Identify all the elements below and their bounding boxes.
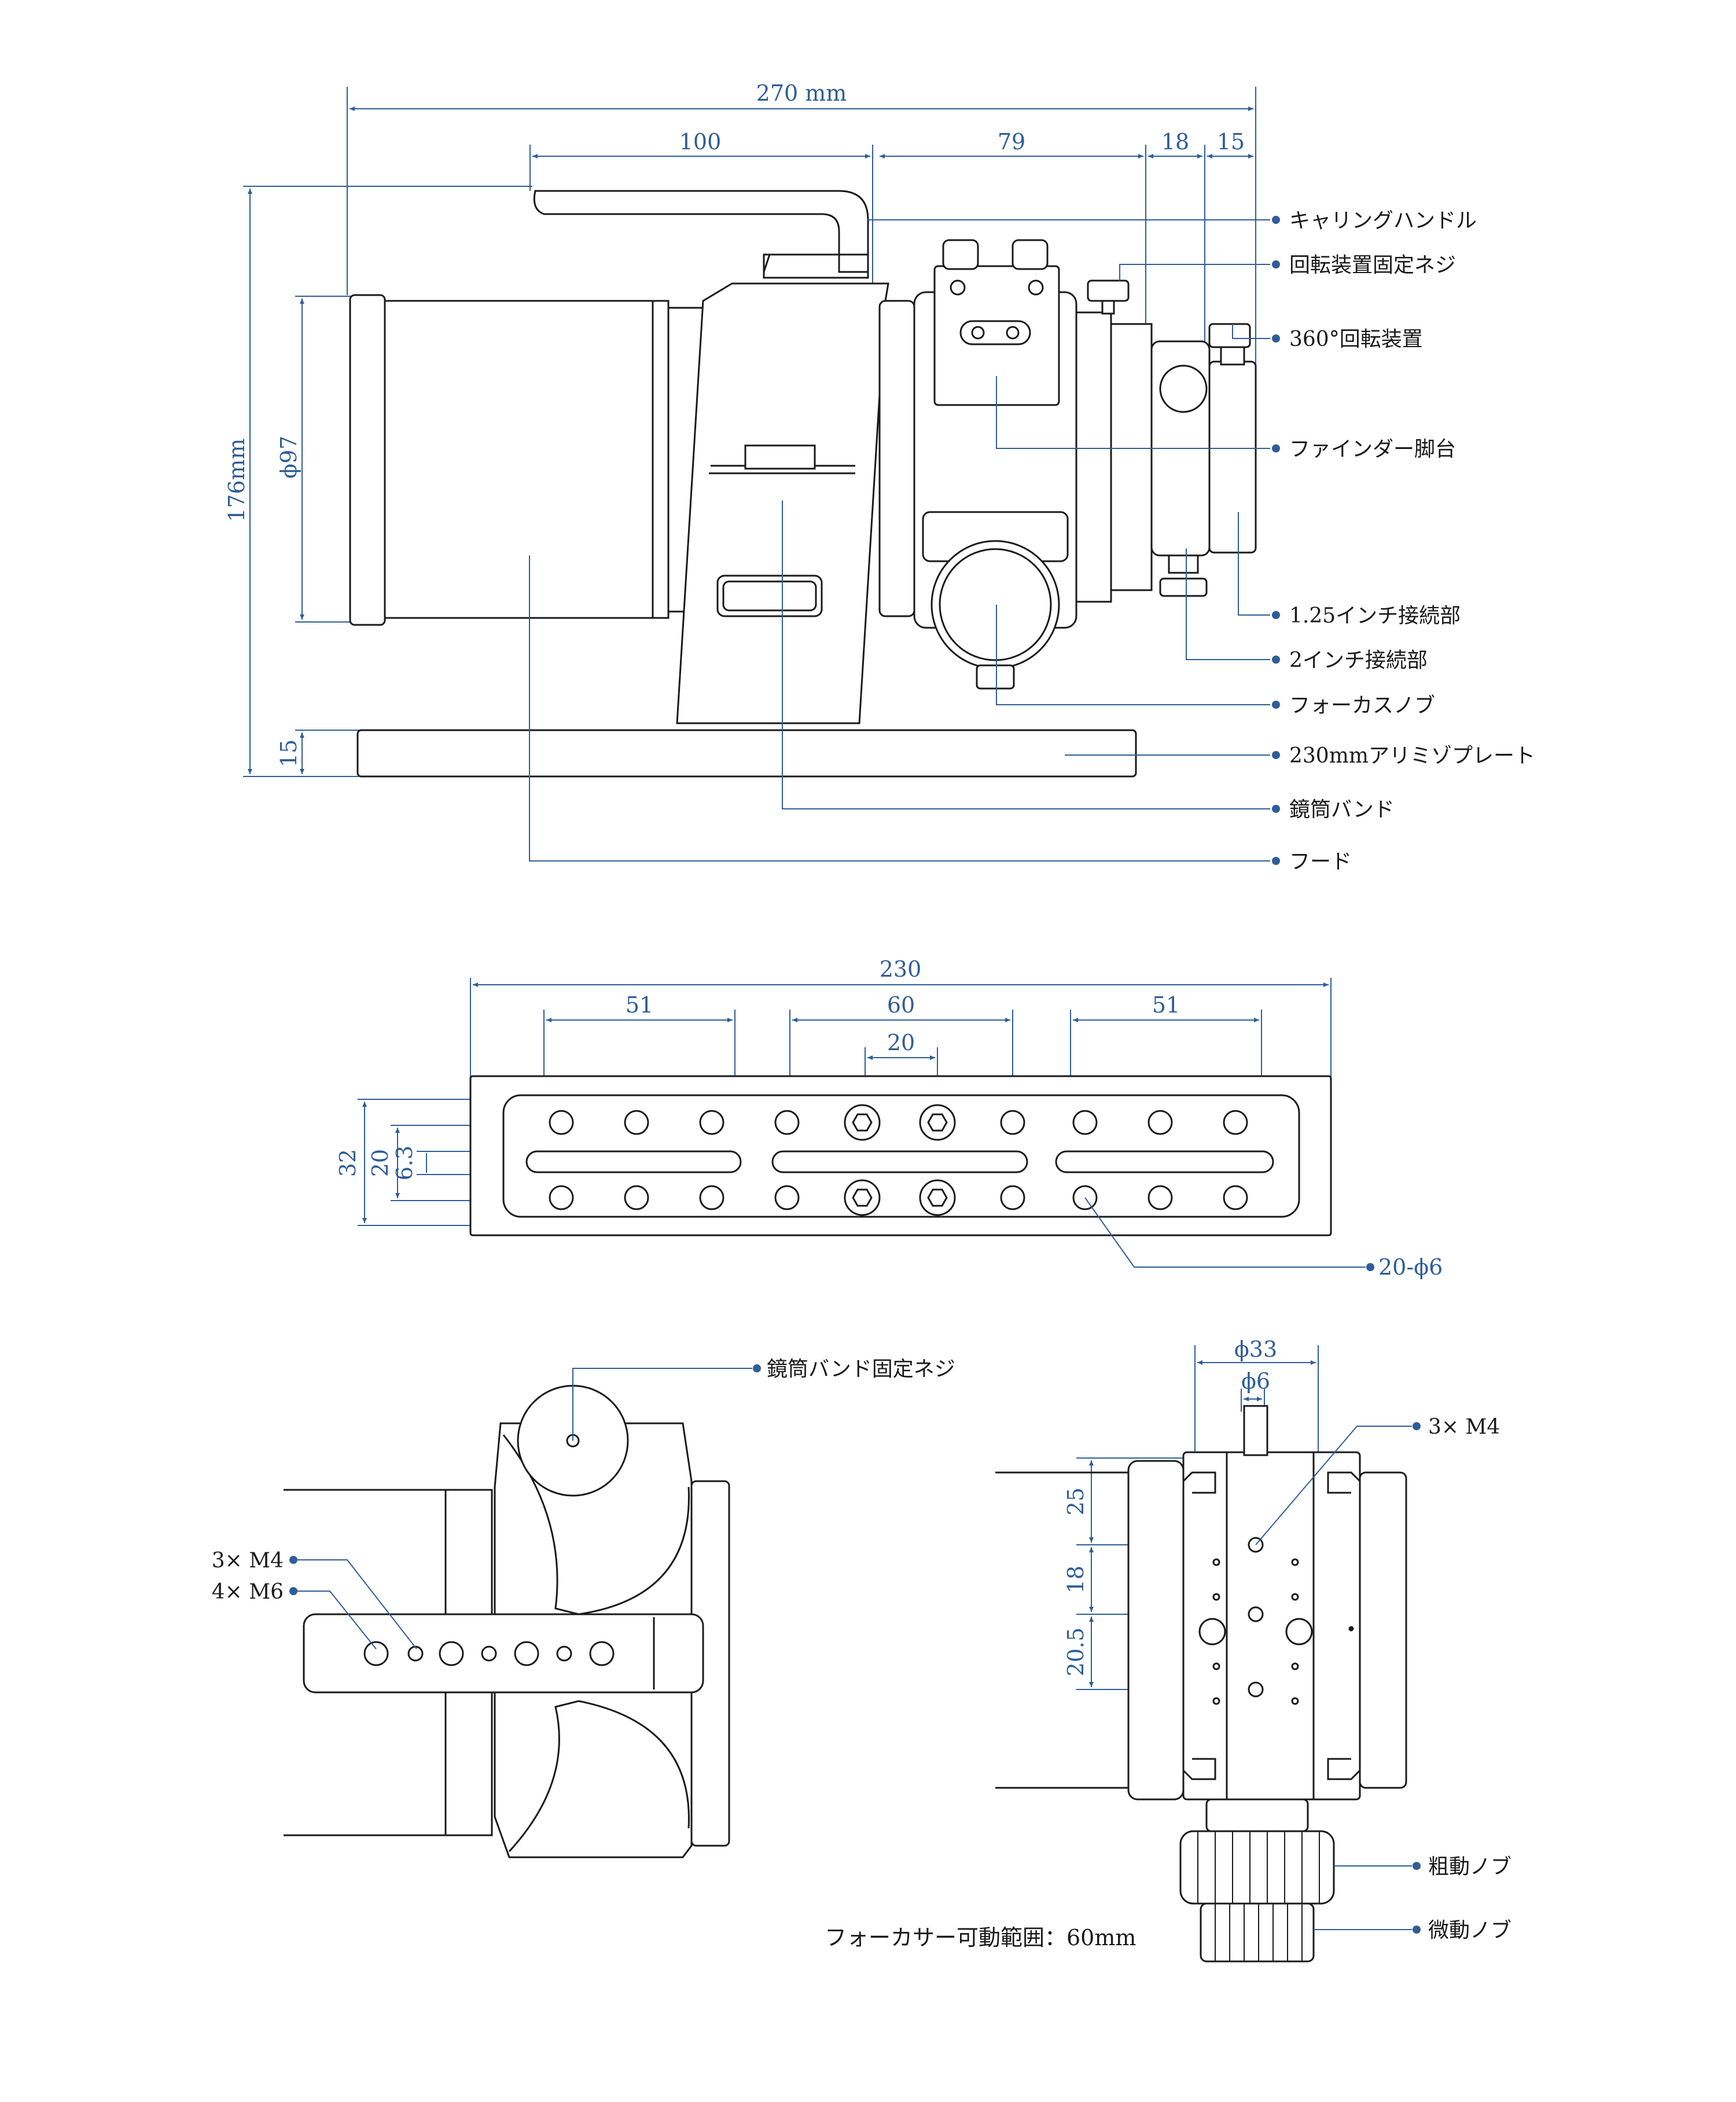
dim-total-length: 270 mm — [756, 80, 847, 106]
band-view-leader-dots — [289, 1364, 761, 1595]
side-plate — [356, 729, 1137, 778]
rotator-lock-screw — [1087, 279, 1130, 302]
plate-hex-screws — [844, 1104, 956, 1216]
dim-plate-width-32: 32 — [335, 1149, 361, 1177]
plate-view-leader: 20-ϕ6 — [1084, 1197, 1443, 1280]
callout-hood: フード — [1289, 850, 1352, 874]
side-view-leaders — [529, 219, 1270, 862]
side-view-callouts: キャリングハンドル 回転装置固定ネジ 360°回転装置 ファインダー脚台 1.2… — [1289, 209, 1535, 874]
dim-aperture: ϕ97 — [276, 436, 301, 478]
adapter-125 — [1208, 360, 1257, 554]
plate-view-dimensions — [358, 978, 1332, 1226]
callout-band-screw: 鏡筒バンド固定ネジ — [767, 1357, 955, 1381]
plate-slot — [771, 1150, 1028, 1173]
callout-plate: 230mmアリミゾプレート — [1289, 744, 1535, 768]
plate-slot — [525, 1150, 742, 1173]
callout-focus-knob: フォーカスノブ — [1289, 694, 1435, 717]
plate-view-drawing — [469, 1075, 1332, 1236]
dim-plate-left-group: 51 — [626, 992, 653, 1018]
hood-ring — [349, 294, 386, 626]
plate-view-dimension-labels: 230 51 60 51 20 32 20 6.3 — [335, 956, 1180, 1180]
hood-body — [384, 300, 670, 619]
band-view-drawing — [284, 1385, 730, 1858]
focuser-view-drawing — [995, 1405, 1407, 1963]
callout-adapter-2: 2インチ接続部 — [1289, 649, 1428, 672]
focuser-view-leader-dots — [1413, 1422, 1421, 1934]
side-view-dimension-labels: 270 mm 100 79 18 15 176mm ϕ97 15 — [224, 80, 1245, 767]
callout-tube-band: 鏡筒バンド — [1289, 798, 1395, 822]
dim-plate-width-20: 20 — [367, 1149, 393, 1177]
callout-coarse-knob: 粗動ノブ — [1428, 1855, 1511, 1879]
focuser-view-leaders — [1255, 1426, 1412, 1930]
dim-phi6: ϕ6 — [1241, 1368, 1270, 1394]
carrying-handle — [533, 190, 869, 273]
band-mount-block — [303, 1613, 704, 1694]
dim-18: 18 — [1063, 1566, 1088, 1593]
callout-band-m4: 3× M4 — [212, 1549, 284, 1573]
dim-plate-center-group: 60 — [887, 992, 915, 1018]
dim-plate-right-group: 51 — [1152, 992, 1180, 1018]
focuser-body — [878, 300, 915, 617]
dim-total-height: 176mm — [224, 439, 249, 522]
callout-band-m6: 4× M6 — [212, 1580, 284, 1604]
callout-finder-base: ファインダー脚台 — [1289, 437, 1456, 461]
dim-eyepiece-section: 15 — [1217, 129, 1245, 154]
callout-adapter-125: 1.25インチ接続部 — [1289, 604, 1461, 628]
focuser-view-callouts: 3× M4 粗動ノブ 微動ノブ フォーカサー可動範囲：60mm — [825, 1415, 1511, 1950]
callout-carrying-handle: キャリングハンドル — [1289, 209, 1477, 233]
dim-plate-height: 15 — [276, 739, 301, 767]
focuser-view-dimension-labels: ϕ33 ϕ6 25 18 20.5 — [1063, 1337, 1277, 1676]
dim-phi33: ϕ33 — [1234, 1337, 1277, 1362]
focuser-travel-note: フォーカサー可動範囲：60mm — [825, 1925, 1136, 1950]
plate-holes — [549, 1110, 1248, 1210]
side-view-leader-dots — [1272, 216, 1280, 865]
coarse-knob — [1179, 1830, 1335, 1905]
band-view-callouts: 鏡筒バンド固定ネジ 3× M4 4× M6 — [212, 1357, 955, 1604]
dim-20-5: 20.5 — [1063, 1628, 1088, 1677]
side-view-dimensions — [243, 87, 1256, 777]
dim-plate-center-pitch: 20 — [887, 1030, 915, 1055]
fine-knob — [1200, 1902, 1315, 1963]
adapter-2 — [1168, 554, 1199, 574]
focus-knob — [930, 540, 1060, 669]
dim-rotator-section: 18 — [1161, 129, 1189, 154]
dim-plate-width-63: 6.3 — [392, 1146, 417, 1180]
plate-slot — [1055, 1150, 1274, 1173]
callout-plate-holes: 20-ϕ6 — [1378, 1254, 1443, 1280]
callout-focuser-m4: 3× M4 — [1428, 1415, 1500, 1439]
dim-tube-section: 100 — [679, 129, 722, 154]
dim-plate-overall: 230 — [880, 956, 922, 982]
callout-fine-knob: 微動ノブ — [1428, 1919, 1511, 1942]
dim-25: 25 — [1063, 1488, 1088, 1515]
focuser-tube — [1127, 1460, 1185, 1801]
callout-rotator-360: 360°回転装置 — [1289, 327, 1423, 351]
band-view-leaders — [293, 1368, 752, 1650]
dim-focuser-section: 79 — [998, 129, 1025, 154]
callout-rotator-lock-screw: 回転装置固定ネジ — [1289, 253, 1456, 277]
